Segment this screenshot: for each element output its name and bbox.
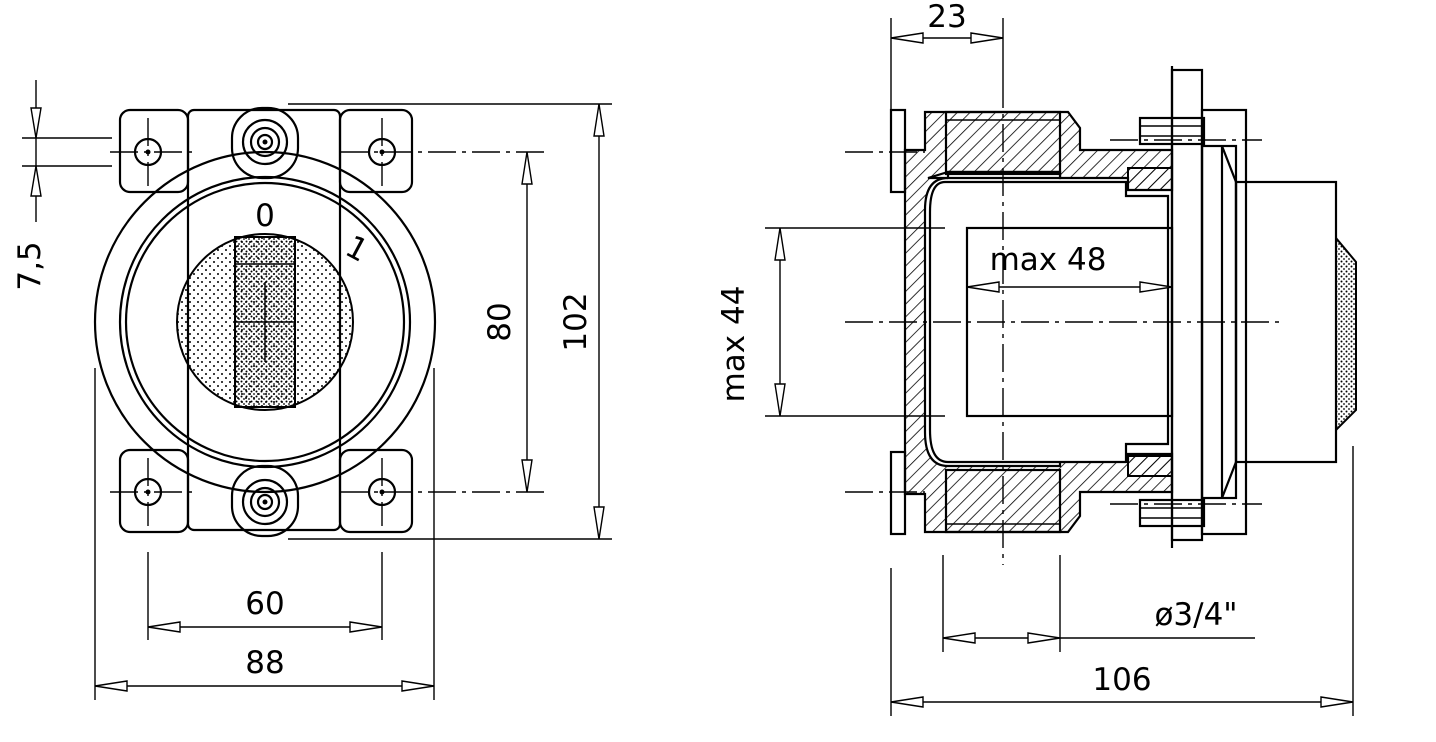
switch-position-0: 0 <box>255 198 275 234</box>
dimension-23 <box>890 18 1004 110</box>
dimension-106 <box>890 446 1354 716</box>
knob-cap <box>1335 235 1357 433</box>
flange-ear-top-left <box>118 108 190 194</box>
screw-boss-bottom <box>230 464 300 538</box>
switch-position-1: 1 <box>340 229 374 270</box>
retainer-top <box>1127 167 1173 191</box>
housing-cavity <box>928 170 1170 464</box>
dimension-102 <box>288 103 612 540</box>
dimension-max-48-label: max 48 <box>990 242 1107 278</box>
front-center-lines <box>110 118 545 526</box>
front-plate <box>889 108 907 194</box>
side-center-lines <box>845 80 1280 565</box>
mounting-screws <box>1138 116 1206 528</box>
dimension-88 <box>94 368 435 700</box>
dimension-80 <box>521 151 533 493</box>
dimension-max-48 <box>966 281 1173 293</box>
dimension-thread <box>942 555 1255 652</box>
side-view: 23 max 44 max 48 ø3/4" <box>716 0 1357 716</box>
dimension-7-5 <box>22 80 112 222</box>
dimension-106-label: 106 <box>1092 662 1151 698</box>
dimension-88-label: 88 <box>245 645 284 681</box>
dimension-80-label: 80 <box>482 302 518 341</box>
dimension-23-label: 23 <box>927 0 966 35</box>
dimension-7-5-label: 7,5 <box>12 241 48 290</box>
screw-boss-top <box>230 106 300 180</box>
knob-grip-lines <box>235 263 295 362</box>
flange-ear-bottom-left <box>118 448 190 534</box>
dimension-102-label: 102 <box>558 292 594 351</box>
flange-ear-bottom-right <box>338 448 414 534</box>
dimension-thread-label: ø3/4" <box>1154 597 1237 633</box>
dimension-60-label: 60 <box>245 586 284 622</box>
housing-outer <box>93 150 437 494</box>
flange-ear-top-right <box>338 108 414 194</box>
front-plate-lower <box>889 450 907 536</box>
dimension-60 <box>147 552 383 640</box>
dimension-max-44-label: max 44 <box>716 286 752 403</box>
retainer-bottom <box>1127 455 1173 477</box>
front-view: 0 1 7,5 80 <box>12 80 612 700</box>
dimension-max-44 <box>765 227 945 417</box>
housing-ring-inner <box>124 181 406 463</box>
